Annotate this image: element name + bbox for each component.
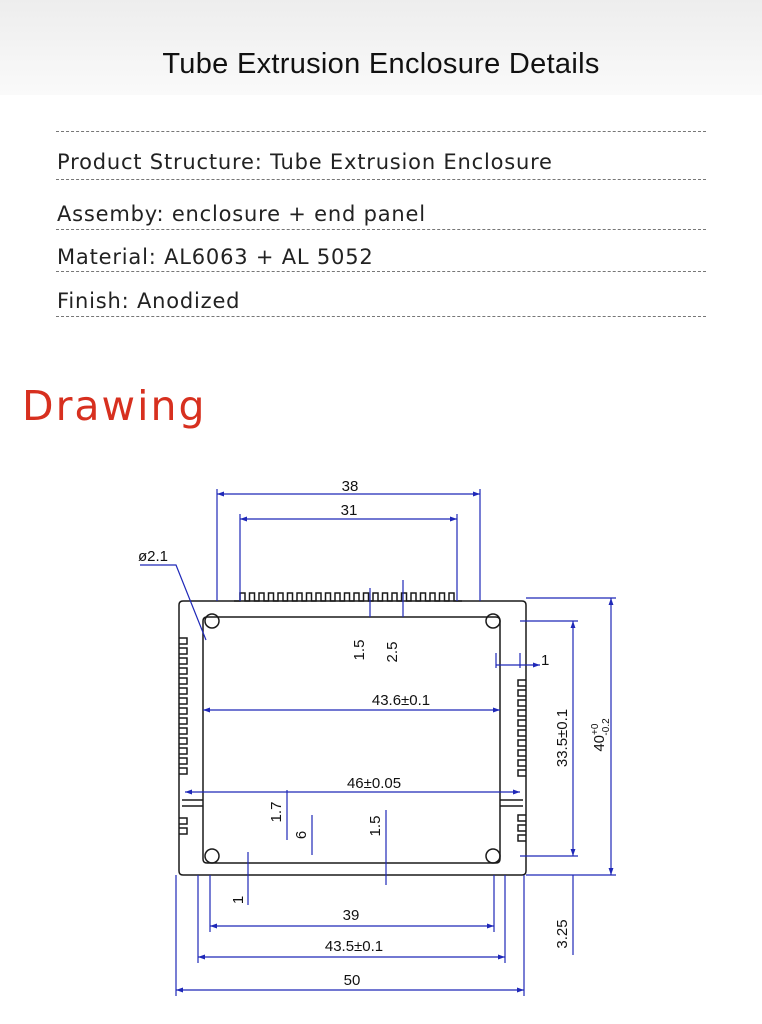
spec-value: AL6063 + AL 5052 [164, 245, 374, 269]
dim-50-label: 50 [344, 972, 361, 989]
enclosure-profile [178, 592, 527, 876]
dim-3-25-label: 3.25 [554, 919, 571, 948]
dim-hole-label: ø2.1 [138, 548, 168, 565]
dim-40-tol-upper: +0 [590, 723, 601, 735]
dim-46-label: 46±0.05 [347, 775, 401, 792]
spec-label: Finish: [57, 289, 130, 313]
dim-43-5-label: 43.5±0.1 [325, 938, 383, 955]
right-fins [517, 679, 526, 842]
dim-1-5-top-label: 1.5 [351, 640, 368, 661]
header-band [0, 0, 762, 95]
dim-1-right-label: 1 [541, 652, 549, 669]
spec-divider [56, 131, 706, 132]
dim-1-bottom-label: 1 [230, 896, 247, 904]
left-fins [179, 637, 188, 835]
screw-hole [485, 613, 501, 629]
screw-hole [204, 848, 220, 864]
spec-value: Tube Extrusion Enclosure [270, 150, 553, 174]
dimension-labels: 38 31 ø2.1 1.5 2.5 1 43.6±0.1 33.5±0.1 4… [138, 478, 612, 989]
spec-finish: Finish: Anodized [57, 289, 240, 313]
spec-assembly: Assemby: enclosure + end panel [57, 202, 426, 226]
spec-divider [56, 316, 706, 317]
top-fins [234, 592, 462, 602]
spec-product-structure: Product Structure: Tube Extrusion Enclos… [57, 150, 553, 174]
dim-6-label: 6 [293, 831, 310, 839]
dim-2-5-label: 2.5 [384, 642, 401, 663]
dim-43-6-label: 43.6±0.1 [372, 692, 430, 709]
dim-1-7-label: 1.7 [268, 802, 285, 823]
dim-40-tol-lower: -0.2 [601, 718, 612, 736]
dim-40-label: 40+0-0.2 [590, 718, 612, 752]
spec-divider [56, 229, 706, 230]
screw-hole [204, 613, 220, 629]
dim-33-5-label: 33.5±0.1 [554, 709, 571, 767]
dim-38-label: 38 [342, 478, 359, 495]
spec-divider [56, 179, 706, 180]
spec-material: Material: AL6063 + AL 5052 [57, 245, 374, 269]
spec-label: Product Structure: [57, 150, 263, 174]
hole-leader [140, 564, 207, 641]
page-title: Tube Extrusion Enclosure Details [162, 48, 600, 80]
dim-39-label: 39 [343, 907, 360, 924]
section-heading: Drawing [22, 382, 207, 430]
screw-hole [485, 848, 501, 864]
dimension-lines [140, 489, 616, 996]
spec-label: Assemby: [57, 202, 165, 226]
spec-value: Anodized [136, 289, 241, 313]
dim-31-label: 31 [341, 502, 358, 519]
dim-40-value: 40 [591, 735, 608, 752]
spec-label: Material: [57, 245, 157, 269]
spec-divider [56, 271, 706, 272]
technical-drawing: 38 31 ø2.1 1.5 2.5 1 43.6±0.1 33.5±0.1 4… [138, 478, 616, 996]
spec-value: enclosure + end panel [171, 202, 426, 226]
outer-outline [178, 600, 527, 876]
dim-1-5-mid-label: 1.5 [367, 816, 384, 837]
